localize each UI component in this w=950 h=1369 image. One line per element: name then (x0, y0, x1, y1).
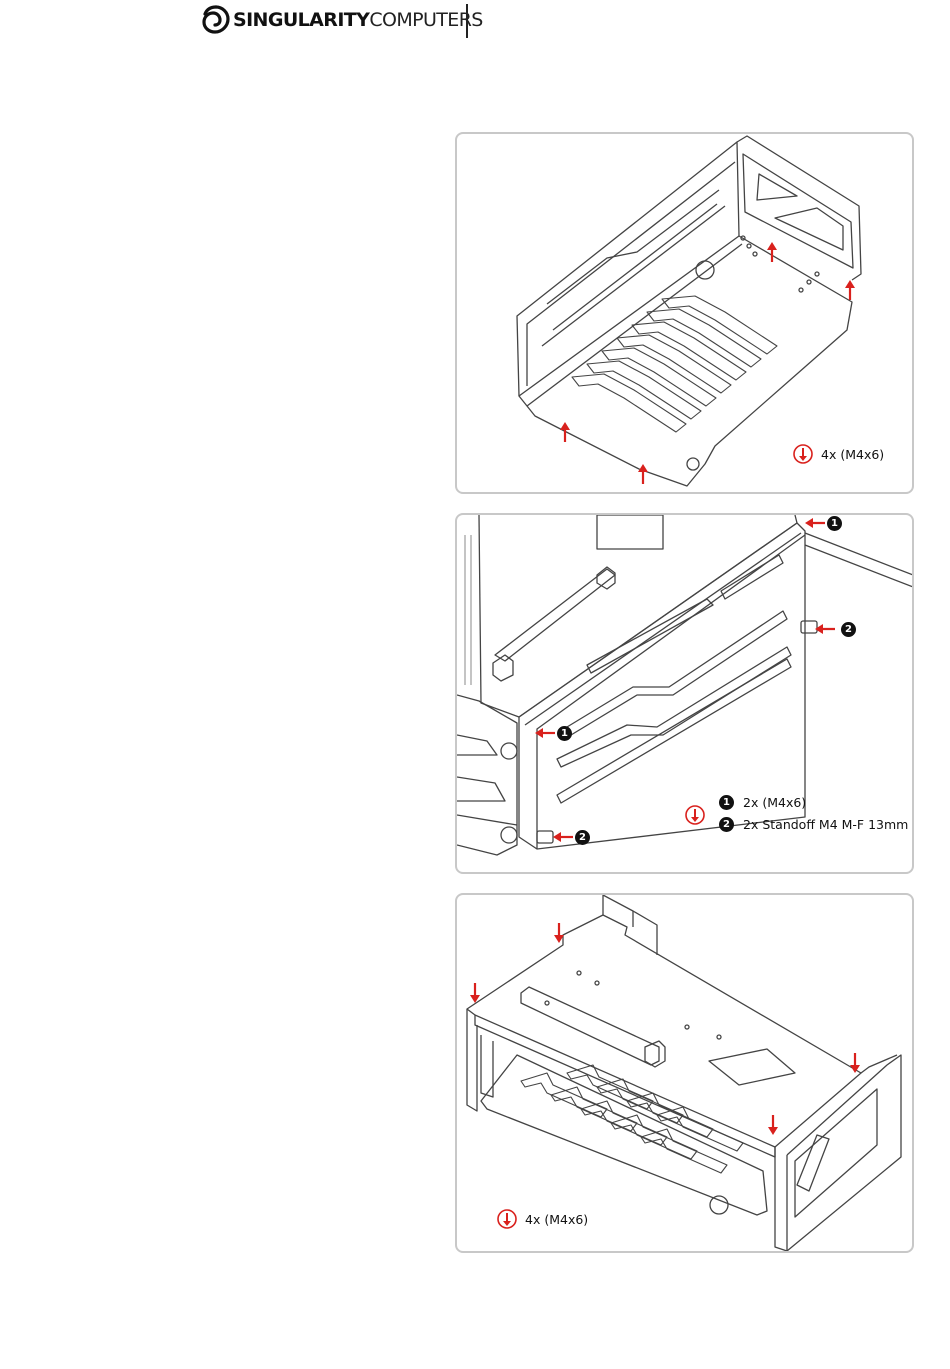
screw-down-arrow-icon (685, 805, 705, 825)
assembly-step-panel-1: 4x (M4x6) (455, 132, 914, 494)
assembly-step-panel-2: 1 2 1 2 1 2x (M4x6) 2 2x Standoff M4 M-F… (455, 513, 914, 874)
tray-illustration-3 (457, 895, 912, 1251)
screw-down-arrow-icon (793, 444, 813, 464)
page-header: SINGULARITYCOMPUTERS (200, 2, 490, 38)
legend-text: 4x (M4x6) (821, 447, 884, 462)
legend-text: 2x (M4x6) (743, 795, 806, 810)
brand-wordmark: SINGULARITYCOMPUTERS (233, 8, 483, 32)
callout-number: 2 (575, 830, 590, 845)
header-divider (466, 4, 468, 38)
singularity-logo-icon (200, 4, 232, 36)
screw-down-arrow-icon (497, 1209, 517, 1229)
tray-illustration-1 (457, 134, 912, 492)
callout-number: 1 (557, 726, 572, 741)
callout-number: 2 (841, 622, 856, 637)
legend-text: 2x Standoff M4 M-F 13mm (743, 817, 908, 832)
legend-number: 2 (719, 817, 734, 832)
legend-number: 1 (719, 795, 734, 810)
callout-number: 1 (827, 516, 842, 531)
brand-bold: SINGULARITY (233, 9, 369, 31)
legend-text: 4x (M4x6) (525, 1212, 588, 1227)
assembly-step-panel-3: 4x (M4x6) (455, 893, 914, 1253)
